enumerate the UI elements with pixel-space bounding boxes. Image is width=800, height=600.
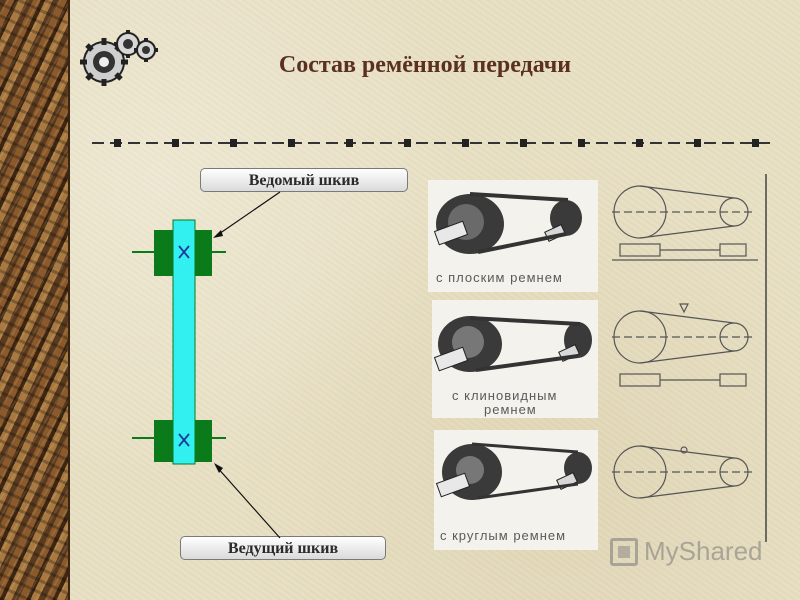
driven-pulley-label: Ведомый шкив bbox=[200, 168, 408, 192]
v-belt-caption-line2: ремнем bbox=[484, 402, 537, 417]
watermark-logo-icon bbox=[610, 537, 638, 566]
gears-icon bbox=[80, 30, 158, 86]
driving-pulley-arrow bbox=[214, 463, 281, 539]
v-belt-caption-line1: с клиновидным bbox=[452, 388, 557, 403]
driving-axis-mark bbox=[178, 433, 190, 447]
belt-drive-schematic bbox=[132, 191, 281, 539]
v-belt-panel: с клиновидным ремнем bbox=[432, 300, 598, 418]
driven-pulley-arrow bbox=[213, 191, 281, 238]
driven-axis-mark bbox=[178, 245, 190, 259]
flat-belt-caption: с плоским ремнем bbox=[436, 270, 563, 285]
round-belt-caption: с круглым ремнем bbox=[440, 528, 566, 543]
flat-belt-panel: с плоским ремнем bbox=[428, 180, 598, 292]
round-belt-drawing bbox=[612, 445, 754, 499]
v-belt-drawing bbox=[612, 303, 754, 387]
driving-pulley-label: Ведущий шкив bbox=[180, 536, 386, 560]
watermark-text: MyShared bbox=[644, 536, 763, 566]
belt bbox=[172, 219, 196, 465]
marble-side-panel bbox=[0, 0, 70, 600]
round-belt-panel: с круглым ремнем bbox=[434, 430, 598, 550]
slide-title: Состав ремённой передачи bbox=[278, 52, 572, 78]
belt-types-illustration: с плоским ремнем с клиновидным ремнем bbox=[428, 174, 767, 550]
dashed-divider bbox=[92, 139, 772, 147]
watermark: MyShared bbox=[610, 536, 763, 567]
flat-belt-drawing bbox=[612, 185, 758, 261]
